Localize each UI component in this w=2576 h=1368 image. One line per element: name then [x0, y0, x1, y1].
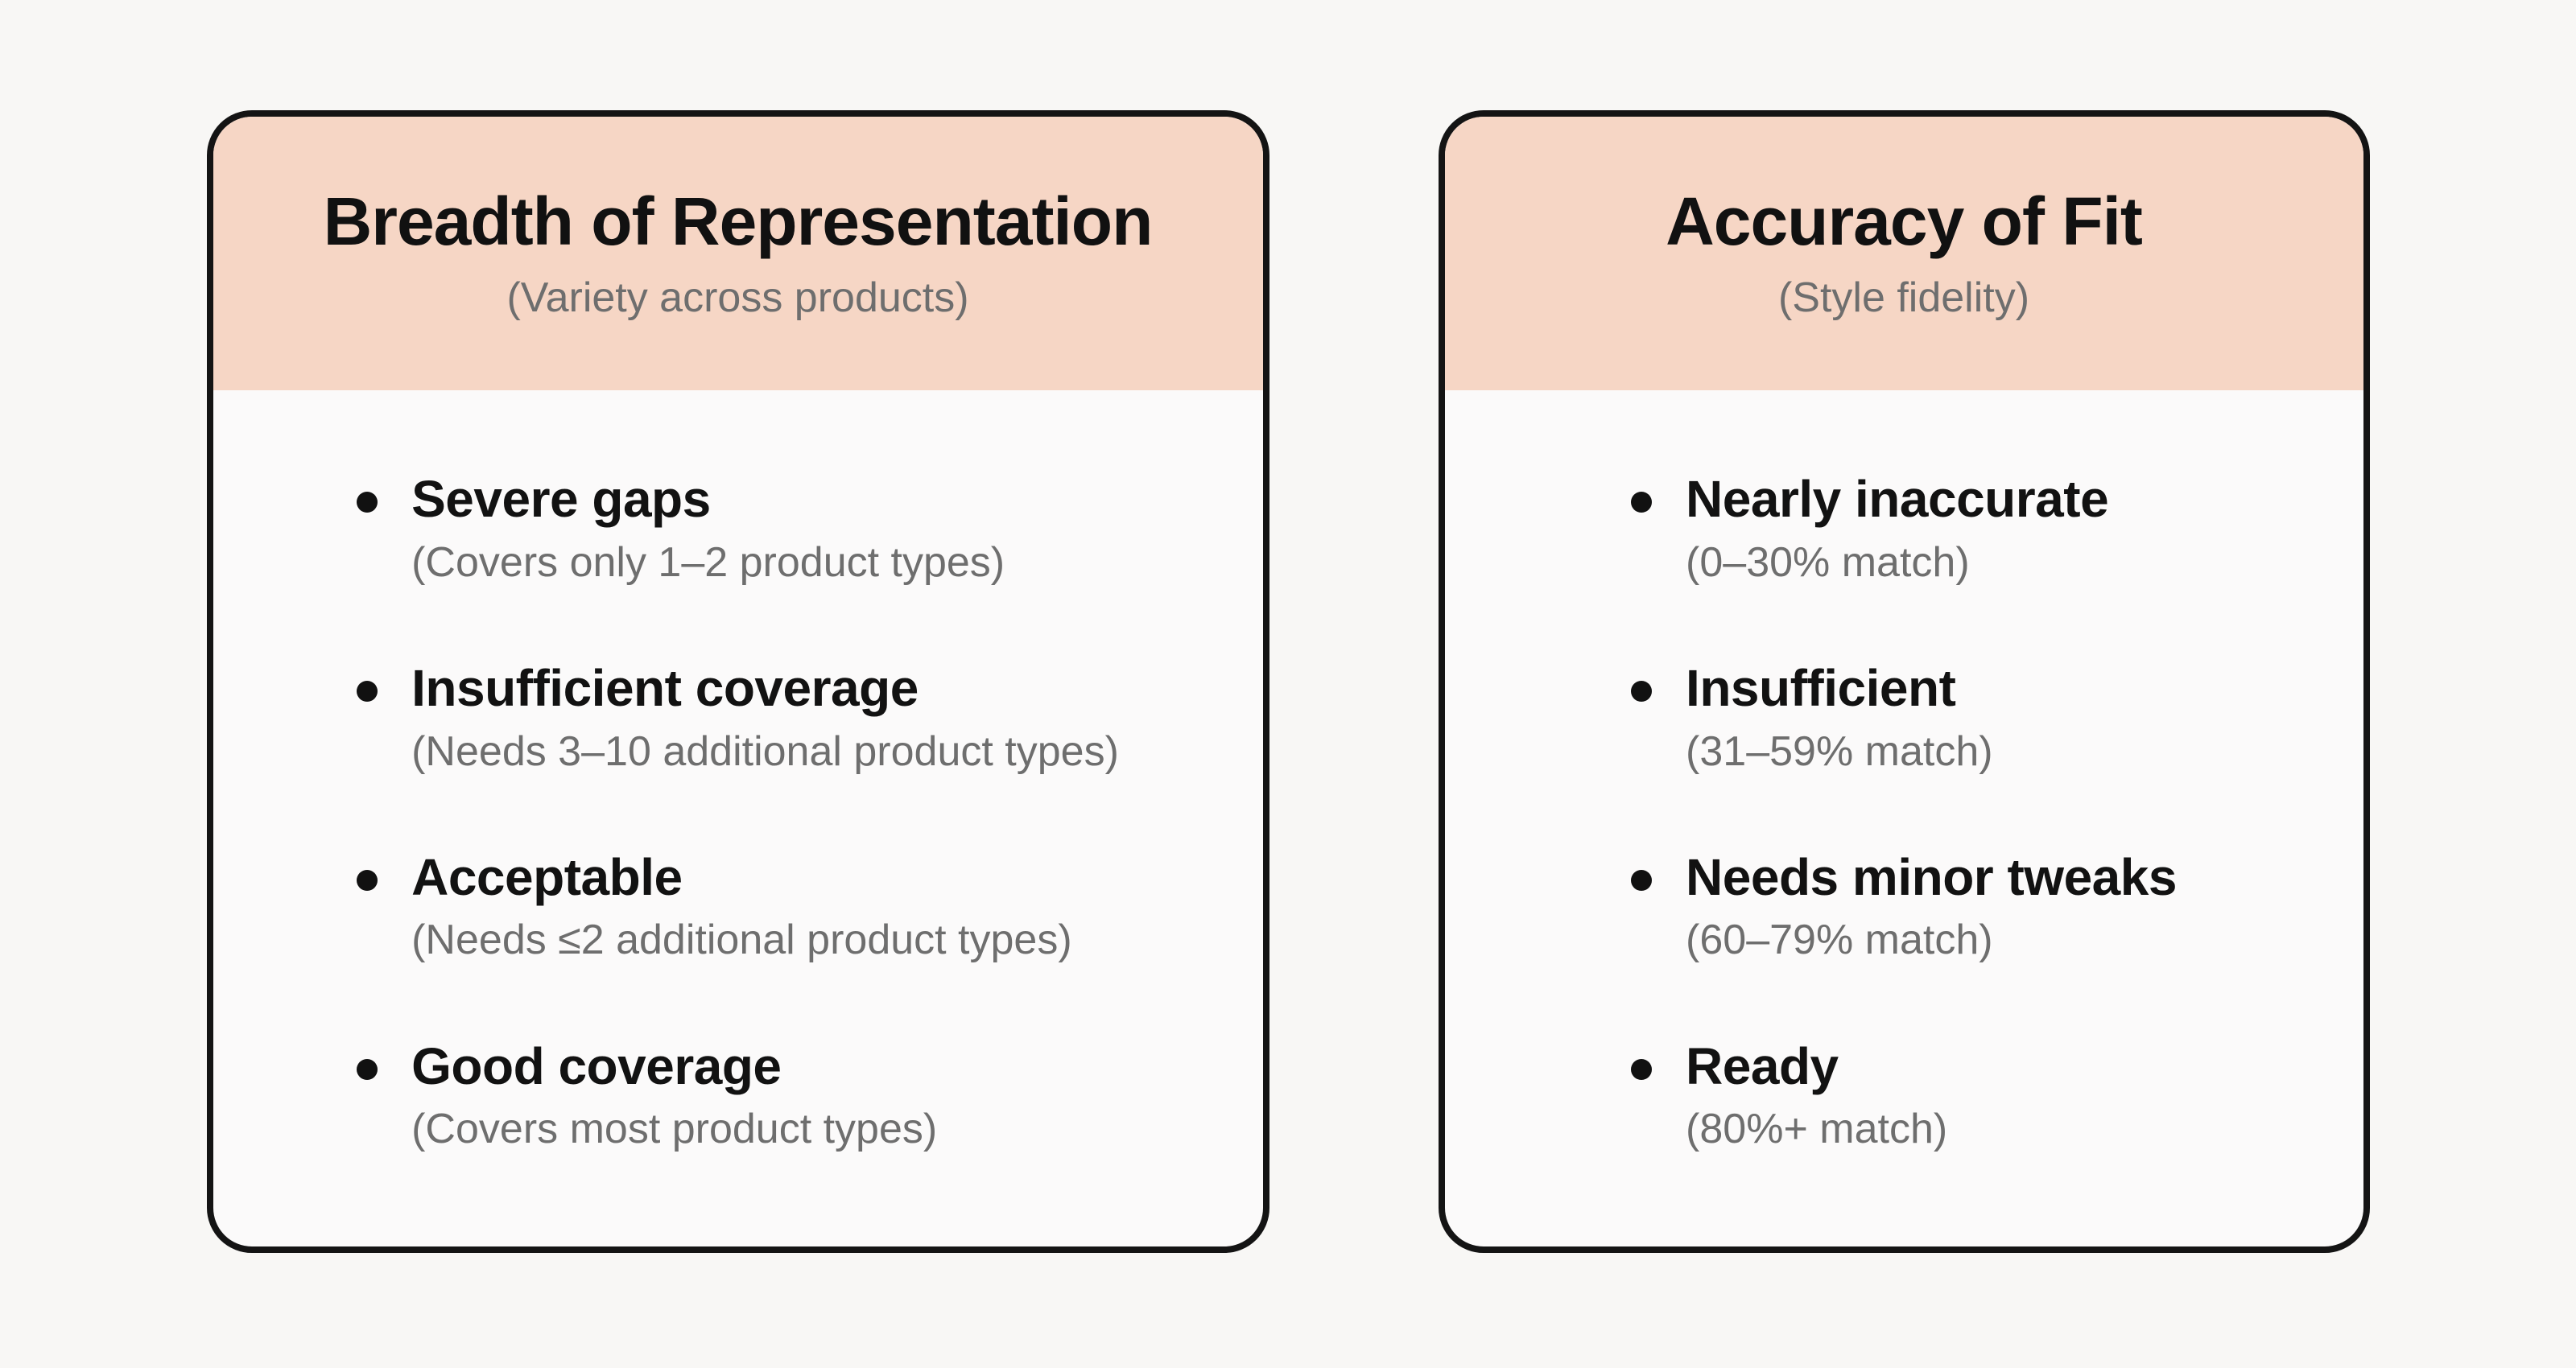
criteria-label: Ready: [1686, 1036, 1839, 1095]
bullet-icon: [357, 1058, 378, 1080]
criteria-item: Needs minor tweaks (60–79% match): [1631, 849, 2177, 966]
criteria-detail: (Covers only 1–2 product types): [411, 538, 1005, 586]
criteria-item: Good coverage (Covers most product types): [357, 1036, 1119, 1155]
bullet-icon: [357, 870, 378, 891]
card-header: Accuracy of Fit (Style fidelity): [1444, 117, 2363, 390]
criteria-detail: (Covers most product types): [411, 1106, 938, 1153]
criteria-detail: (31–59% match): [1686, 727, 1993, 775]
card-subtitle: (Variety across products): [506, 274, 969, 321]
card-accuracy-of-fit: Accuracy of Fit (Style fidelity) Nearly …: [1438, 110, 2370, 1253]
criteria-text: Ready (80%+ match): [1686, 1036, 1948, 1155]
criteria-label: Acceptable: [411, 848, 683, 906]
card-subtitle: (Style fidelity): [1777, 274, 2030, 321]
card-title: Breadth of Representation: [323, 183, 1154, 260]
criteria-list: Severe gaps (Covers only 1–2 product type…: [357, 471, 1119, 1154]
card-body: Severe gaps (Covers only 1–2 product type…: [213, 390, 1263, 1246]
criteria-text: Needs minor tweaks (60–79% match): [1686, 849, 2177, 966]
criteria-detail: (80%+ match): [1686, 1106, 1948, 1153]
criteria-item: Insufficient coverage (Needs 3–10 additio…: [357, 660, 1119, 777]
card-body: Nearly inaccurate (0–30% match) Insufficie…: [1445, 390, 2363, 1246]
criteria-item: Ready (80%+ match): [1631, 1036, 2177, 1155]
criteria-detail: (Needs 3–10 additional product types): [411, 727, 1119, 775]
criteria-label: Insufficient coverage: [411, 659, 919, 718]
criteria-label: Good coverage: [411, 1036, 782, 1095]
bullet-icon: [1631, 492, 1653, 513]
criteria-detail: (60–79% match): [1686, 917, 1993, 964]
criteria-text: Insufficient coverage (Needs 3–10 additio…: [411, 660, 1119, 777]
card-breadth-of-representation: Breadth of Representation (Variety acros…: [206, 110, 1269, 1253]
criteria-item: Acceptable (Needs ≤2 additional product t…: [357, 849, 1119, 966]
criteria-list: Nearly inaccurate (0–30% match) Insufficie…: [1631, 471, 2177, 1154]
criteria-label: Nearly inaccurate: [1686, 470, 2109, 529]
bullet-icon: [357, 492, 378, 513]
bullet-icon: [1631, 870, 1653, 891]
criteria-item: Severe gaps (Covers only 1–2 product type…: [357, 471, 1119, 587]
criteria-text: Nearly inaccurate (0–30% match): [1686, 470, 2109, 587]
criteria-detail: (Needs ≤2 additional product types): [411, 917, 1072, 964]
criteria-detail: (0–30% match): [1686, 538, 1970, 586]
criteria-label: Needs minor tweaks: [1686, 848, 2177, 906]
criteria-text: Acceptable (Needs ≤2 additional product t…: [411, 849, 1072, 966]
criteria-item: Insufficient (31–59% match): [1631, 660, 2177, 777]
criteria-text: Insufficient (31–59% match): [1686, 660, 1993, 777]
criteria-text: Severe gaps (Covers only 1–2 product type…: [411, 471, 1005, 587]
bullet-icon: [1631, 1058, 1653, 1080]
card-title: Accuracy of Fit: [1666, 183, 2143, 260]
criteria-label: Insufficient: [1686, 659, 1956, 718]
bullet-icon: [357, 681, 378, 703]
criteria-label: Severe gaps: [411, 470, 711, 529]
criteria-item: Nearly inaccurate (0–30% match): [1631, 471, 2177, 587]
bullet-icon: [1631, 681, 1653, 703]
criteria-text: Good coverage (Covers most product types): [411, 1036, 938, 1155]
card-header: Breadth of Representation (Variety acros…: [213, 117, 1263, 390]
